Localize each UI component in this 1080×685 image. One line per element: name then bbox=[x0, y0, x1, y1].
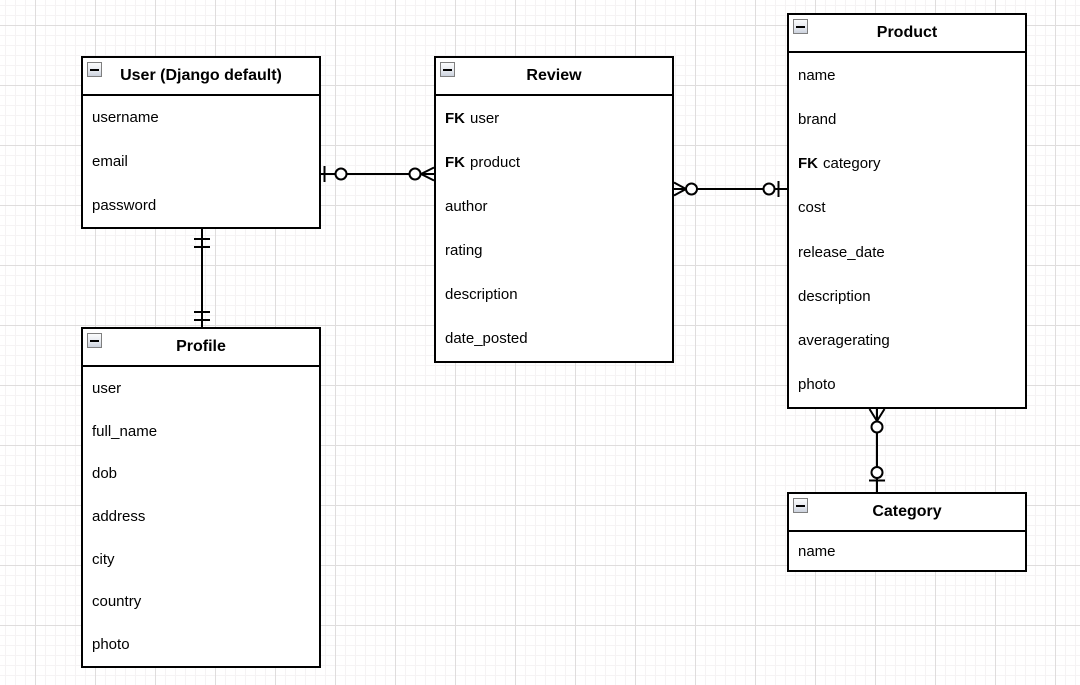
table-row[interactable]: photo bbox=[789, 363, 1025, 407]
field-label: description bbox=[445, 286, 518, 304]
collapse-icon[interactable] bbox=[793, 19, 808, 34]
connector-product-category[interactable] bbox=[868, 408, 886, 492]
collapse-icon[interactable] bbox=[87, 333, 102, 348]
table-row[interactable]: username bbox=[83, 96, 319, 140]
field-label: category bbox=[823, 155, 881, 173]
table-row[interactable]: email bbox=[83, 140, 319, 184]
field-label: city bbox=[92, 550, 115, 568]
connector-review-product[interactable] bbox=[673, 181, 787, 197]
entity-title: Profile bbox=[176, 338, 226, 355]
fk-badge: FK bbox=[445, 109, 465, 127]
collapse-icon[interactable] bbox=[440, 62, 455, 77]
entity-product-table[interactable]: Product name brand FK category cost relea… bbox=[787, 13, 1027, 409]
table-row[interactable]: averagerating bbox=[789, 319, 1025, 363]
table-row[interactable]: release_date bbox=[789, 230, 1025, 274]
fk-badge: FK bbox=[445, 153, 465, 171]
entity-review-table[interactable]: Review FK user FK product author rating de… bbox=[434, 56, 674, 363]
connector-user-review[interactable] bbox=[321, 166, 435, 182]
table-row[interactable]: rating bbox=[436, 229, 672, 273]
field-label: email bbox=[92, 153, 128, 170]
table-row[interactable]: description bbox=[789, 274, 1025, 318]
table-row[interactable]: password bbox=[83, 183, 319, 227]
entity-title: Review bbox=[526, 67, 582, 84]
entity-profile-rows: user full_name dob address city country … bbox=[83, 367, 319, 666]
entity-title: User (Django default) bbox=[120, 67, 282, 84]
field-label: product bbox=[470, 153, 521, 171]
field-label: user bbox=[470, 109, 500, 127]
field-label: brand bbox=[798, 110, 837, 128]
collapse-icon[interactable] bbox=[793, 498, 808, 513]
entity-profile-table[interactable]: Profile user full_name dob address city … bbox=[81, 327, 321, 668]
field-label: name bbox=[798, 542, 836, 560]
table-row[interactable]: FK category bbox=[789, 142, 1025, 186]
collapse-icon[interactable] bbox=[87, 62, 102, 77]
table-row[interactable]: brand bbox=[789, 97, 1025, 141]
table-row[interactable]: FK product bbox=[436, 140, 672, 184]
entity-title: Product bbox=[876, 24, 938, 41]
minus-icon bbox=[90, 68, 99, 71]
field-label: address bbox=[92, 508, 146, 526]
minus-icon bbox=[796, 25, 805, 28]
table-row[interactable]: date_posted bbox=[436, 317, 672, 361]
table-row[interactable]: name bbox=[789, 532, 1025, 570]
field-label: description bbox=[798, 287, 871, 305]
field-label: cost bbox=[798, 199, 826, 217]
field-label: photo bbox=[92, 636, 130, 654]
field-label: date_posted bbox=[445, 330, 528, 348]
entity-category-rows: name bbox=[789, 532, 1025, 570]
table-row[interactable]: photo bbox=[83, 623, 319, 666]
table-row[interactable]: cost bbox=[789, 186, 1025, 230]
field-label: averagerating bbox=[798, 332, 890, 350]
fk-badge: FK bbox=[798, 155, 818, 173]
table-row[interactable]: author bbox=[436, 184, 672, 228]
field-label: dob bbox=[92, 465, 118, 483]
minus-icon bbox=[443, 68, 452, 71]
minus-icon bbox=[90, 339, 99, 342]
entity-profile-header[interactable]: Profile bbox=[83, 329, 319, 367]
entity-title: Category bbox=[872, 503, 942, 520]
table-row[interactable]: address bbox=[83, 495, 319, 538]
table-row[interactable]: FK user bbox=[436, 96, 672, 140]
field-label: name bbox=[798, 66, 836, 84]
table-row[interactable]: full_name bbox=[83, 410, 319, 453]
field-label: full_name bbox=[92, 422, 158, 440]
field-label: country bbox=[92, 593, 142, 611]
entity-review-header[interactable]: Review bbox=[436, 58, 672, 96]
field-label: photo bbox=[798, 376, 836, 394]
entity-product-header[interactable]: Product bbox=[789, 15, 1025, 53]
entity-user-header[interactable]: User (Django default) bbox=[83, 58, 319, 96]
field-label: rating bbox=[445, 242, 483, 260]
entity-category-header[interactable]: Category bbox=[789, 494, 1025, 532]
table-row[interactable]: name bbox=[789, 53, 1025, 97]
table-row[interactable]: country bbox=[83, 581, 319, 624]
connector-user-profile[interactable] bbox=[194, 229, 210, 327]
table-row[interactable]: description bbox=[436, 273, 672, 317]
field-label: user bbox=[92, 379, 122, 397]
entity-category-table[interactable]: Category name bbox=[787, 492, 1027, 572]
field-label: username bbox=[92, 109, 159, 127]
field-label: author bbox=[445, 197, 488, 215]
minus-icon bbox=[796, 504, 805, 507]
field-label: release_date bbox=[798, 243, 885, 261]
table-row[interactable]: city bbox=[83, 538, 319, 581]
field-label: password bbox=[92, 196, 157, 214]
entity-review-rows: FK user FK product author rating descripti… bbox=[436, 96, 672, 361]
table-row[interactable]: user bbox=[83, 367, 319, 410]
entity-user-table[interactable]: User (Django default) username email pas… bbox=[81, 56, 321, 229]
entity-user-rows: username email password bbox=[83, 96, 319, 227]
table-row[interactable]: dob bbox=[83, 452, 319, 495]
